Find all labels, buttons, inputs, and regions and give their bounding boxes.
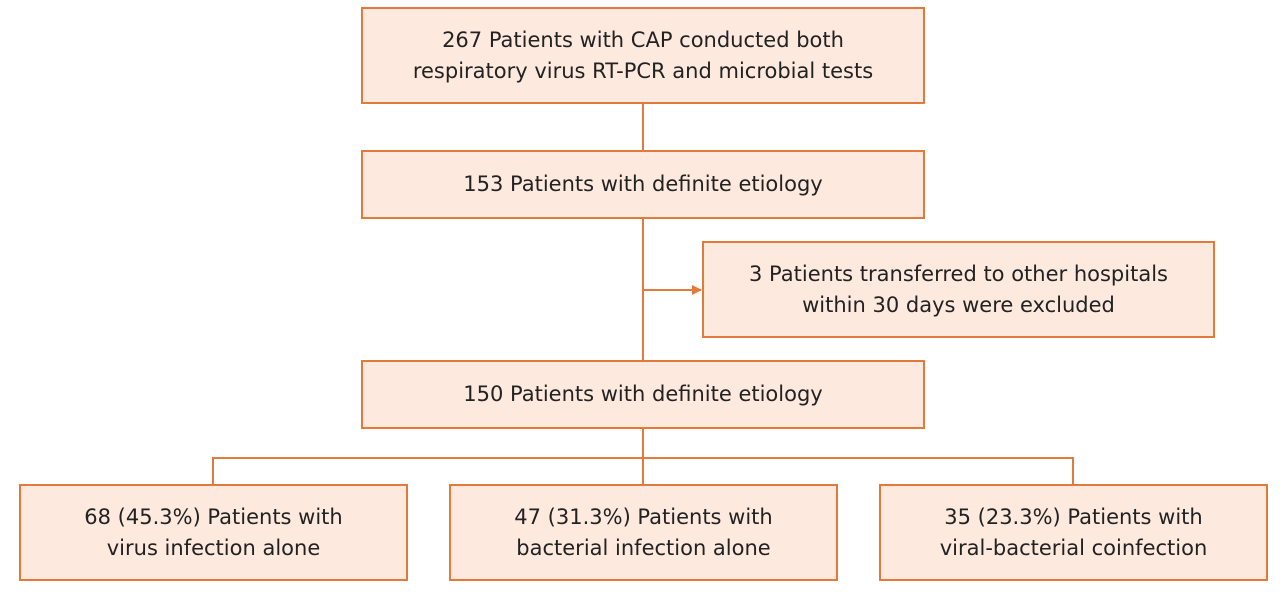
bacterial-line-2: bacterial infection alone <box>516 535 771 560</box>
excluded-patients-box: 3 Patients transferred to other hospital… <box>702 241 1215 338</box>
excluded-line-2: within 30 days were excluded <box>802 292 1115 317</box>
virus-line-2: virus infection alone <box>106 535 321 560</box>
bacterial-infection-box: 47 (31.3%) Patients with bacterial infec… <box>449 484 838 581</box>
virus-line-1: 68 (45.3%) Patients with <box>84 504 343 529</box>
coinfection-line-1: 35 (23.3%) Patients with <box>944 504 1203 529</box>
definite-etiology-final-text: 150 Patients with definite etiology <box>463 382 823 406</box>
enrolled-patients-box: 267 Patients with CAP conducted both res… <box>361 7 925 104</box>
definite-etiology-final-box: 150 Patients with definite etiology <box>361 360 925 429</box>
definite-etiology-initial-text: 153 Patients with definite etiology <box>463 172 823 196</box>
bacterial-line-1: 47 (31.3%) Patients with <box>514 504 773 529</box>
virus-infection-box: 68 (45.3%) Patients with virus infection… <box>19 484 408 581</box>
definite-etiology-initial-box: 153 Patients with definite etiology <box>361 150 925 219</box>
excluded-line-1: 3 Patients transferred to other hospital… <box>749 261 1168 286</box>
coinfection-box: 35 (23.3%) Patients with viral-bacterial… <box>879 484 1268 581</box>
enrolled-line-2: respiratory virus RT-PCR and microbial t… <box>412 58 874 83</box>
coinfection-line-2: viral-bacterial coinfection <box>939 535 1208 560</box>
enrolled-line-1: 267 Patients with CAP conducted both <box>442 27 844 52</box>
